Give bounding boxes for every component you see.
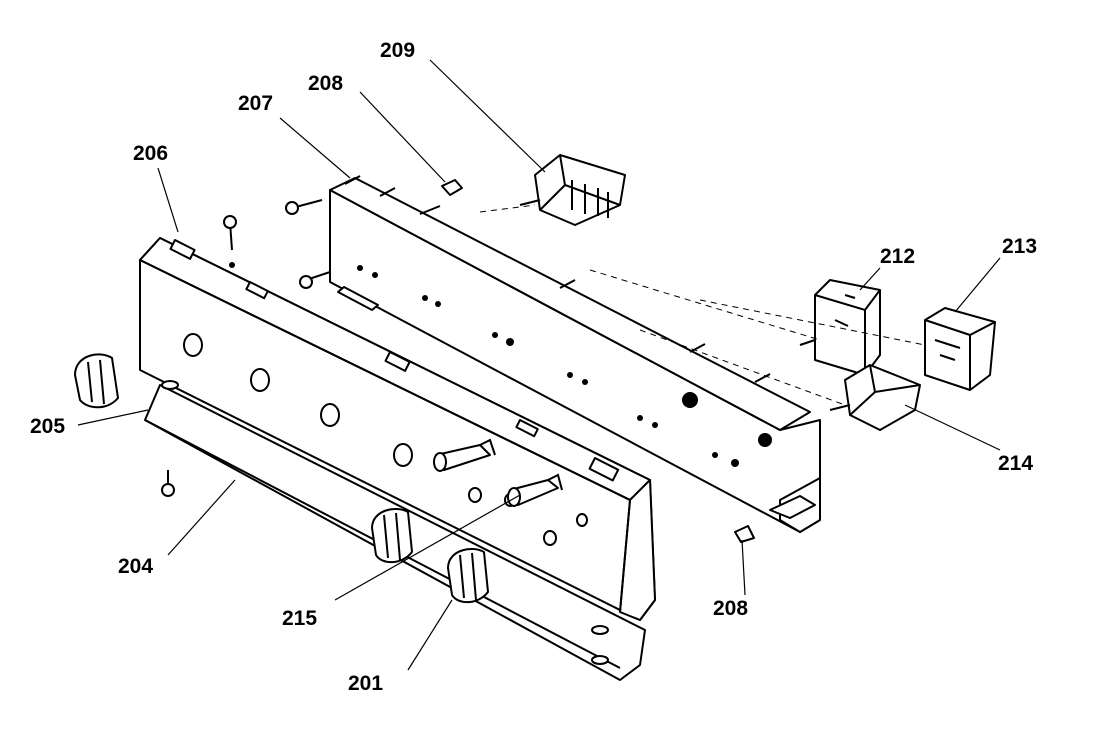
control-knob (447, 548, 489, 604)
callout-215: 215 (282, 607, 317, 630)
callout-214: 214 (998, 452, 1033, 475)
leader-lines (77, 59, 1001, 671)
clip (734, 525, 755, 543)
control-knob (371, 508, 413, 564)
callout-201: 201 (348, 672, 383, 695)
callout-205: 205 (30, 415, 65, 438)
energy-regulator (924, 307, 996, 391)
selector-switch (519, 154, 626, 226)
push-button (507, 473, 563, 507)
callout-208-top: 208 (308, 72, 343, 95)
mounting-bracket (285, 175, 821, 533)
push-button (433, 438, 496, 472)
callout-212: 212 (880, 245, 915, 268)
control-knob (74, 353, 119, 409)
callout-207: 207 (238, 92, 273, 115)
clip (441, 179, 463, 196)
callout-213: 213 (1002, 235, 1037, 258)
callout-204: 204 (118, 555, 153, 578)
energy-regulator (799, 279, 881, 376)
callout-208-bottom: 208 (713, 597, 748, 620)
control-panel-fascia (139, 215, 656, 621)
callout-209: 209 (380, 39, 415, 62)
thermostat (829, 364, 921, 431)
callout-206: 206 (133, 142, 168, 165)
